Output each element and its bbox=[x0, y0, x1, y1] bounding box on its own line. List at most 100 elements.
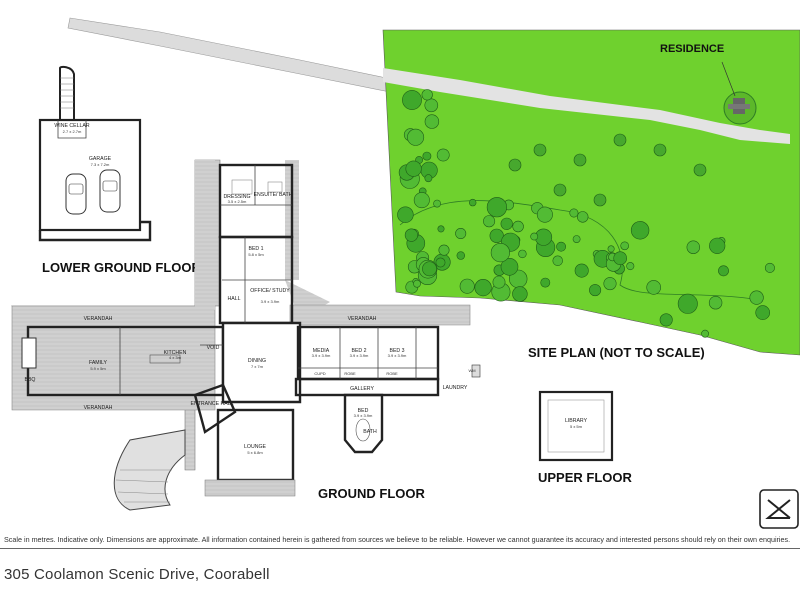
tree-icon bbox=[755, 305, 771, 320]
tree-icon bbox=[405, 160, 422, 177]
cupd-label: CUPD bbox=[314, 371, 325, 376]
dressing-dim: 3.5 x 2.5m bbox=[228, 199, 247, 204]
tree-icon bbox=[613, 251, 628, 266]
tree-icon bbox=[653, 143, 667, 157]
tree-icon bbox=[492, 275, 506, 289]
dressing-label: DRESSING bbox=[223, 194, 250, 200]
tree-icon bbox=[701, 329, 709, 338]
property-address: 305 Coolamon Scenic Drive, Coorabell bbox=[4, 566, 270, 583]
entrance-label: ENTRANCE HALL bbox=[191, 401, 234, 407]
dining-dim: 7 x 7m bbox=[251, 364, 264, 369]
tree-icon bbox=[404, 228, 419, 242]
footer-divider bbox=[0, 548, 800, 549]
tree-icon bbox=[693, 163, 707, 177]
tree-icon bbox=[556, 241, 566, 252]
tree-icon bbox=[718, 265, 729, 277]
tree-icon bbox=[490, 243, 511, 263]
tree-icon bbox=[397, 206, 414, 223]
tree-icon bbox=[469, 198, 477, 207]
garage-label: GARAGE bbox=[89, 156, 112, 162]
kitchen-dim: 4 x 3m bbox=[169, 355, 182, 360]
upper-floor-title: UPPER FLOOR bbox=[538, 470, 633, 485]
void-label: VOID bbox=[207, 345, 220, 351]
bed3-label: BED 3 bbox=[390, 348, 405, 354]
bed1-dim: 5.8 x 5m bbox=[248, 252, 264, 257]
tree-icon bbox=[424, 174, 433, 183]
tree-icon bbox=[437, 225, 445, 233]
bed-dim: 3.9 x 3.9m bbox=[354, 413, 373, 418]
site-lawn bbox=[382, 29, 800, 356]
tree-icon bbox=[474, 279, 492, 297]
tree-icon bbox=[413, 192, 430, 209]
site-plan-title: SITE PLAN (NOT TO SCALE) bbox=[528, 345, 705, 360]
tree-icon bbox=[422, 261, 437, 277]
tree-icon bbox=[530, 232, 539, 241]
tree-icon bbox=[518, 249, 527, 259]
tree-icon bbox=[708, 296, 723, 310]
tree-icon bbox=[407, 128, 425, 146]
tree-icon bbox=[540, 277, 551, 288]
wm-label: WM bbox=[468, 368, 475, 373]
gallery-label: GALLERY bbox=[350, 386, 374, 392]
tree-icon bbox=[483, 215, 496, 228]
tree-icon bbox=[630, 221, 650, 240]
tree-icon bbox=[436, 148, 450, 162]
dining-label: DINING bbox=[248, 358, 266, 364]
ensuite-label: ENSUITE/ BATH bbox=[254, 192, 293, 198]
car-icon bbox=[99, 169, 121, 213]
tree-icon bbox=[573, 153, 587, 167]
tree-icon bbox=[402, 90, 422, 110]
tree-icon bbox=[607, 245, 615, 253]
tree-icon bbox=[512, 220, 524, 233]
tree-icon bbox=[500, 217, 513, 230]
bath-label: BATH bbox=[363, 429, 377, 435]
family-label: FAMILY bbox=[89, 360, 108, 366]
bed3-dim: 3.9 x 3.9m bbox=[388, 353, 407, 358]
garage-dim: 7.3 x 7.2m bbox=[91, 162, 110, 167]
wine-cellar-dim: 2.7 x 2.7m bbox=[63, 129, 82, 134]
tree-icon bbox=[626, 262, 635, 271]
verandah-label: VERANDAH bbox=[84, 405, 113, 411]
tree-icon bbox=[424, 114, 440, 129]
library-label: LIBRARY bbox=[565, 418, 588, 424]
site-plan: RESIDENCE bbox=[67, 17, 800, 356]
bush-boundary bbox=[399, 200, 761, 301]
tree-icon bbox=[603, 277, 617, 291]
lower-ground-title: LOWER GROUND FLOOR bbox=[42, 260, 201, 275]
tree-icon bbox=[413, 279, 421, 288]
hall-label: HALL bbox=[228, 296, 241, 302]
tree-icon bbox=[438, 244, 450, 256]
tree-icon bbox=[620, 241, 630, 251]
tree-icon bbox=[764, 262, 775, 273]
tree-icon bbox=[424, 98, 439, 113]
tree-icon bbox=[455, 228, 467, 240]
tree-icon bbox=[569, 208, 579, 218]
lounge-dim: 5 x 6.8m bbox=[247, 450, 263, 455]
library-dim: 5 x 5m bbox=[570, 424, 583, 429]
verandah-label: VERANDAH bbox=[348, 316, 377, 322]
tree-icon bbox=[749, 290, 764, 305]
tree-icon bbox=[572, 235, 581, 243]
tree-icon bbox=[589, 284, 602, 297]
upper-floor: LIBRARY 5 x 5m UPPER FLOOR bbox=[538, 390, 633, 485]
tree-icon bbox=[533, 143, 547, 157]
office-label: OFFICE/ STUDY bbox=[250, 288, 290, 294]
north-arrow-icon bbox=[759, 489, 799, 529]
tree-icon bbox=[576, 211, 589, 223]
tree-icon bbox=[486, 197, 508, 218]
residence-marker: RESIDENCE bbox=[660, 43, 757, 125]
tree-icon bbox=[553, 183, 567, 197]
tree-cluster bbox=[397, 89, 775, 338]
tree-icon bbox=[508, 158, 522, 172]
tree-icon bbox=[613, 133, 627, 147]
tree-icon bbox=[659, 313, 673, 327]
office-dim: 3.9 x 3.9m bbox=[261, 299, 280, 304]
bed-label: BED bbox=[358, 408, 369, 414]
tree-icon bbox=[593, 193, 607, 207]
car-icon bbox=[65, 173, 87, 215]
tree-icon bbox=[500, 257, 519, 276]
media-dim: 3.9 x 3.9m bbox=[312, 353, 331, 358]
tree-icon bbox=[435, 257, 446, 268]
kitchen-label: KITCHEN bbox=[164, 350, 187, 356]
